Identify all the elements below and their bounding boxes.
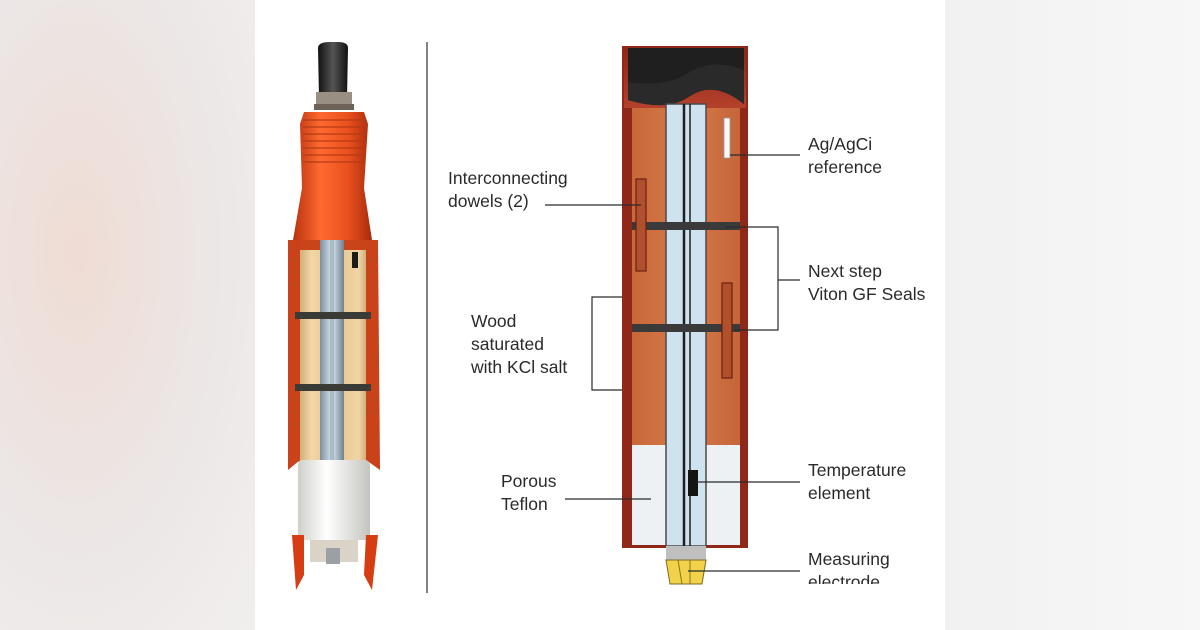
label-line: dowels (2) [448,191,529,211]
label-line: Ag/AgCi [808,134,873,154]
label-wood-kcl: Wood saturated with KCl salt [471,310,567,379]
label-temperature-element: Temperature element [808,459,906,505]
cross-section-diagram [622,46,748,585]
label-line: saturated [471,334,544,354]
leader-lines [545,154,800,572]
label-line: element [808,483,871,503]
label-reference: Ag/AgCi reference [808,133,882,179]
label-interconnecting-dowels: Interconnecting dowels (2) [448,167,568,213]
label-line: Porous [501,471,557,491]
label-measuring-electrode: Measuring electrode [808,548,890,584]
label-line: reference [808,157,882,177]
label-line: Temperature [808,460,907,480]
label-seals: Next step Viton GF Seals [808,260,925,306]
probe-photo [288,42,380,590]
label-line: Viton GF Seals [808,284,926,304]
label-line: electrode [808,572,880,584]
label-line: Teflon [501,494,548,514]
background-left [0,0,255,630]
label-porous-teflon: Porous Teflon [501,470,556,516]
label-line: with KCl salt [471,357,568,377]
background-right [945,0,1200,630]
label-line: Next step [808,261,882,281]
label-line: Measuring [808,549,890,569]
label-line: Interconnecting [448,168,568,188]
label-line: Wood [471,311,517,331]
